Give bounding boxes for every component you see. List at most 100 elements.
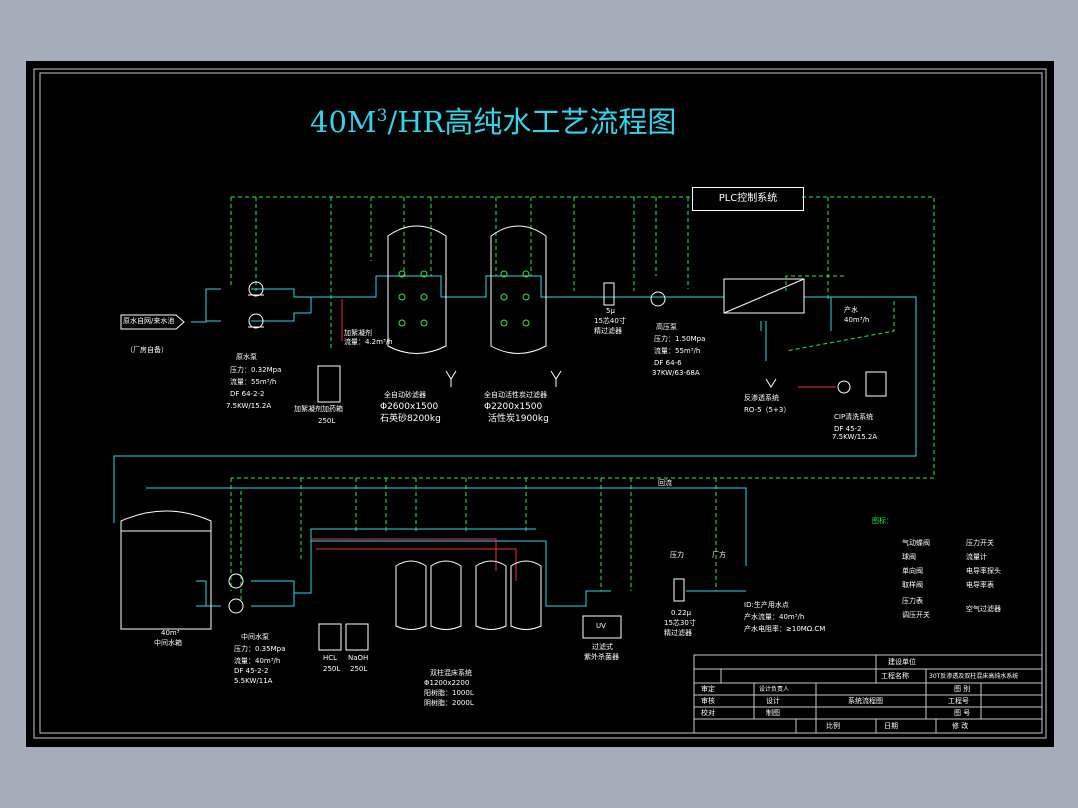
tb-approve: 审定 — [701, 685, 715, 693]
label-terminal-model: 15芯30寸 — [664, 619, 696, 627]
label-mid-pump-pressure: 压力：0.35Mpa — [234, 645, 286, 653]
carbon-filter-vessel — [490, 225, 547, 354]
label-sand-media: 石英砂8200kg — [380, 414, 441, 424]
mixed-bed-vessels — [395, 560, 542, 630]
mid-pump-symbols — [228, 573, 244, 614]
legend-item: 单向阀 — [902, 567, 923, 575]
legend-item: 空气过滤器 — [966, 605, 1001, 613]
label-uv-1: 过滤式 — [592, 643, 613, 651]
label-mixed-resin1: 阳树脂：1000L — [424, 689, 474, 697]
label-ro-name: 反渗透系统 — [744, 394, 779, 402]
process-diagram — [33, 68, 1047, 739]
label-raw-pump-flow: 流量：55m³/h — [230, 378, 277, 386]
label-hp-pump-model: DF 64-6 — [654, 359, 682, 367]
label-precision-size: 5μ — [606, 307, 615, 315]
label-terminal-size: 0.22μ — [671, 609, 692, 617]
tb-review: 审核 — [701, 697, 715, 705]
tb-design: 设计 — [766, 697, 780, 705]
label-hp-pump-name: 高压泵 — [656, 323, 677, 331]
ro-unit — [723, 278, 805, 314]
sand-filter-vessel — [387, 225, 447, 354]
tb-scale: 比例 — [826, 722, 840, 730]
legend-title: 图标： — [872, 517, 893, 525]
label-product-to: ID:生产用水点 — [744, 601, 789, 609]
label-ro-model: RO-5（5+3） — [744, 406, 791, 414]
label-product-water: 产水 — [844, 306, 858, 314]
label-dosing-tank: 加絮凝剂加药箱 — [294, 405, 343, 413]
label-raw-pump-pressure: 压力：0.32Mpa — [230, 366, 282, 374]
label-uv-2: 紫外杀菌器 — [584, 653, 619, 661]
label-product-flow2: 产水流量：40m³/h — [744, 613, 805, 621]
tb-revision: 修 改 — [952, 722, 969, 730]
label-mid-tank-name: 中间水箱 — [154, 639, 182, 647]
cip-tank — [865, 371, 887, 397]
dosing-tank — [317, 365, 341, 403]
tb-project-label: 工程名称 — [881, 672, 909, 680]
label-sand-filter: 全自动砂滤器 — [384, 391, 426, 399]
raw-inlet-box — [120, 314, 185, 330]
label-factory-supply: （厂房自备） — [126, 346, 168, 354]
hcl-tank — [318, 623, 342, 651]
diagram-title: 40M3/HR高纯水工艺流程图 — [310, 105, 677, 139]
label-terminal-name: 精过滤器 — [664, 629, 692, 637]
precision-filter — [603, 282, 615, 306]
legend-item: 压力开关 — [966, 539, 994, 547]
hp-pump-symbol — [650, 291, 666, 307]
label-cip-name: CIP清洗系统 — [834, 413, 874, 421]
tb-check: 校对 — [701, 709, 715, 717]
tb-draw: 制图 — [766, 709, 780, 717]
label-mixed-resin2: 阴树脂：2000L — [424, 699, 474, 707]
outer-frame — [33, 68, 1047, 739]
label-factory: 厂方 — [712, 551, 726, 559]
label-pressure: 压力 — [670, 551, 684, 559]
legend-item: 气动蝶阀 — [902, 539, 930, 547]
tb-fig-no: 图 号 — [954, 709, 971, 717]
label-carbon-filter: 全自动活性炭过滤器 — [484, 391, 547, 399]
drain-symbols — [445, 370, 777, 388]
label-naoh-vol: 250L — [350, 665, 368, 673]
legend-item: 电导率表 — [966, 581, 994, 589]
label-sand-size: Φ2600x1500 — [380, 402, 439, 412]
label-return: 回流 — [658, 479, 672, 487]
dosing-lines — [311, 299, 836, 581]
label-carbon-media: 活性炭1900kg — [488, 414, 549, 424]
label-mid-tank: 40m³ — [161, 629, 180, 637]
cip-pump-symbol — [837, 380, 851, 394]
inner-frame — [39, 72, 1043, 734]
water-pipes — [113, 275, 917, 607]
legend-item: 流量计 — [966, 553, 987, 561]
label-precision-name: 精过滤器 — [594, 327, 622, 335]
label-precision-model: 15芯40寸 — [594, 317, 626, 325]
legend-item: 调压开关 — [902, 611, 930, 619]
terminal-filter — [673, 578, 685, 602]
label-raw-inlet: 原水自网/来水池 — [123, 317, 175, 325]
label-hcl-vol: 250L — [323, 665, 341, 673]
label-product-resist: 产水电阻率：≥10MΩ.CM — [744, 625, 826, 633]
label-carbon-size: Φ2200x1500 — [484, 402, 543, 412]
label-hp-pump-pressure: 压力：1.50Mpa — [654, 335, 706, 343]
title-block-grid — [693, 654, 1043, 734]
uv-box — [582, 615, 622, 639]
label-hcl: HCL — [323, 654, 338, 662]
plc-signal-lines — [230, 196, 935, 601]
label-cip-model: DF 45-2 — [834, 425, 862, 433]
legend-item: 球阀 — [902, 553, 916, 561]
filter-valves — [398, 270, 530, 327]
label-naoh: NaOH — [348, 654, 369, 662]
label-mid-pump-flow: 流量：40m³/h — [234, 657, 281, 665]
label-hp-pump-power: 37KW/63-68A — [652, 369, 700, 377]
label-mid-pump-model: DF 45-2-2 — [234, 667, 269, 675]
label-dosing-note1: 加絮凝剂 — [344, 329, 372, 337]
label-mid-pump-power: 5.5KW/11A — [234, 677, 273, 685]
label-mixed-bed: 双柱混床系统 — [430, 669, 472, 677]
tb-date: 日期 — [884, 722, 898, 730]
tb-drawing-name: 系统流程图 — [848, 697, 883, 705]
raw-pump-symbols — [248, 281, 264, 329]
legend-item: 电导率探头 — [966, 567, 1001, 575]
tb-figure-label: 图 别 — [954, 685, 971, 693]
label-dosing-vol: 250L — [318, 417, 336, 425]
label-dosing-note2: 流量：4.2m³/h — [344, 338, 393, 346]
drawing-canvas: 40M3/HR高纯水工艺流程图 PLC控制系统 原水自网/来水池 （厂房自备） … — [26, 61, 1054, 747]
label-uv: UV — [596, 622, 606, 630]
label-cip-power: 7.5KW/15.2A — [832, 433, 878, 441]
